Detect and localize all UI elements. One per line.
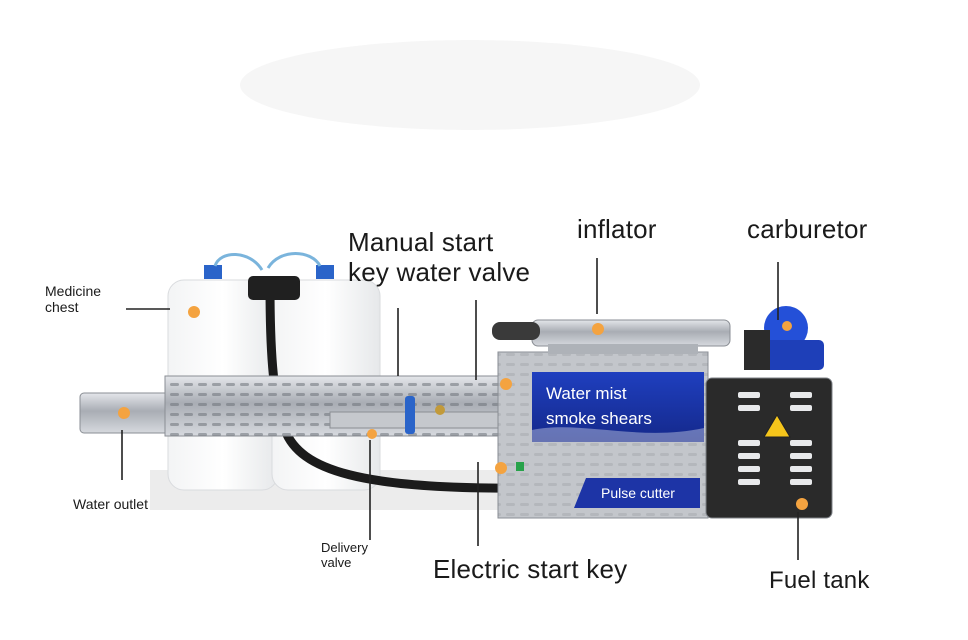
- panel-line-2: smoke shears: [546, 409, 652, 428]
- label-carburetor: carburetor: [747, 214, 868, 244]
- tank-hoses: [213, 252, 322, 271]
- valve-handle: [405, 396, 415, 434]
- label-medicine-chest: Medicine chest: [45, 283, 102, 316]
- background-shadow: [240, 40, 700, 130]
- label-inflator: inflator: [577, 214, 657, 244]
- inflator-cylinder: [531, 319, 731, 347]
- barrel-inner-tube: [329, 411, 506, 429]
- label-water-outlet: Water outlet: [73, 496, 148, 512]
- leader-lines: [121, 258, 799, 560]
- pulse-cutter-badge: [574, 478, 700, 508]
- tank-cap-1: [204, 265, 222, 279]
- marker-fuel-tank: [796, 498, 808, 510]
- marker-delivery-valve: [367, 429, 377, 439]
- valve-fitting: [435, 405, 445, 415]
- carburetor-dark-part: [744, 330, 770, 370]
- pulse-cutter-label: Pulse cutter: [601, 485, 675, 501]
- carburetor-block: [762, 340, 824, 370]
- info-panel-wave: [532, 427, 704, 442]
- label-electric-start: Electric start key: [433, 554, 628, 584]
- marker-medicine-chest: [188, 306, 200, 318]
- marker-electric-start: [495, 462, 507, 474]
- label-fuel-tank: Fuel tank: [769, 567, 870, 594]
- marker-water-outlet: [118, 407, 130, 419]
- marker-carburetor: [782, 321, 792, 331]
- info-panel: [532, 372, 704, 442]
- hazard-icon: [763, 414, 791, 438]
- electric-start-button: [516, 462, 524, 471]
- markers: [118, 306, 808, 510]
- black-hose: [265, 284, 531, 493]
- panel-line-1: Water mist: [546, 384, 627, 403]
- label-delivery-valve: Delivery valve: [321, 540, 368, 570]
- marker-manual-start: [500, 378, 512, 390]
- label-manual-start: Manual start key water valve: [348, 227, 531, 287]
- inflator-handle: [492, 322, 540, 340]
- marker-inflator: [592, 323, 604, 335]
- fuel-tank-slats: [738, 392, 812, 485]
- inflator-bracket: [548, 344, 698, 354]
- hose-clamp: [248, 276, 300, 300]
- tank-cap-2: [316, 265, 334, 279]
- fuel-tank-cage: [705, 377, 833, 519]
